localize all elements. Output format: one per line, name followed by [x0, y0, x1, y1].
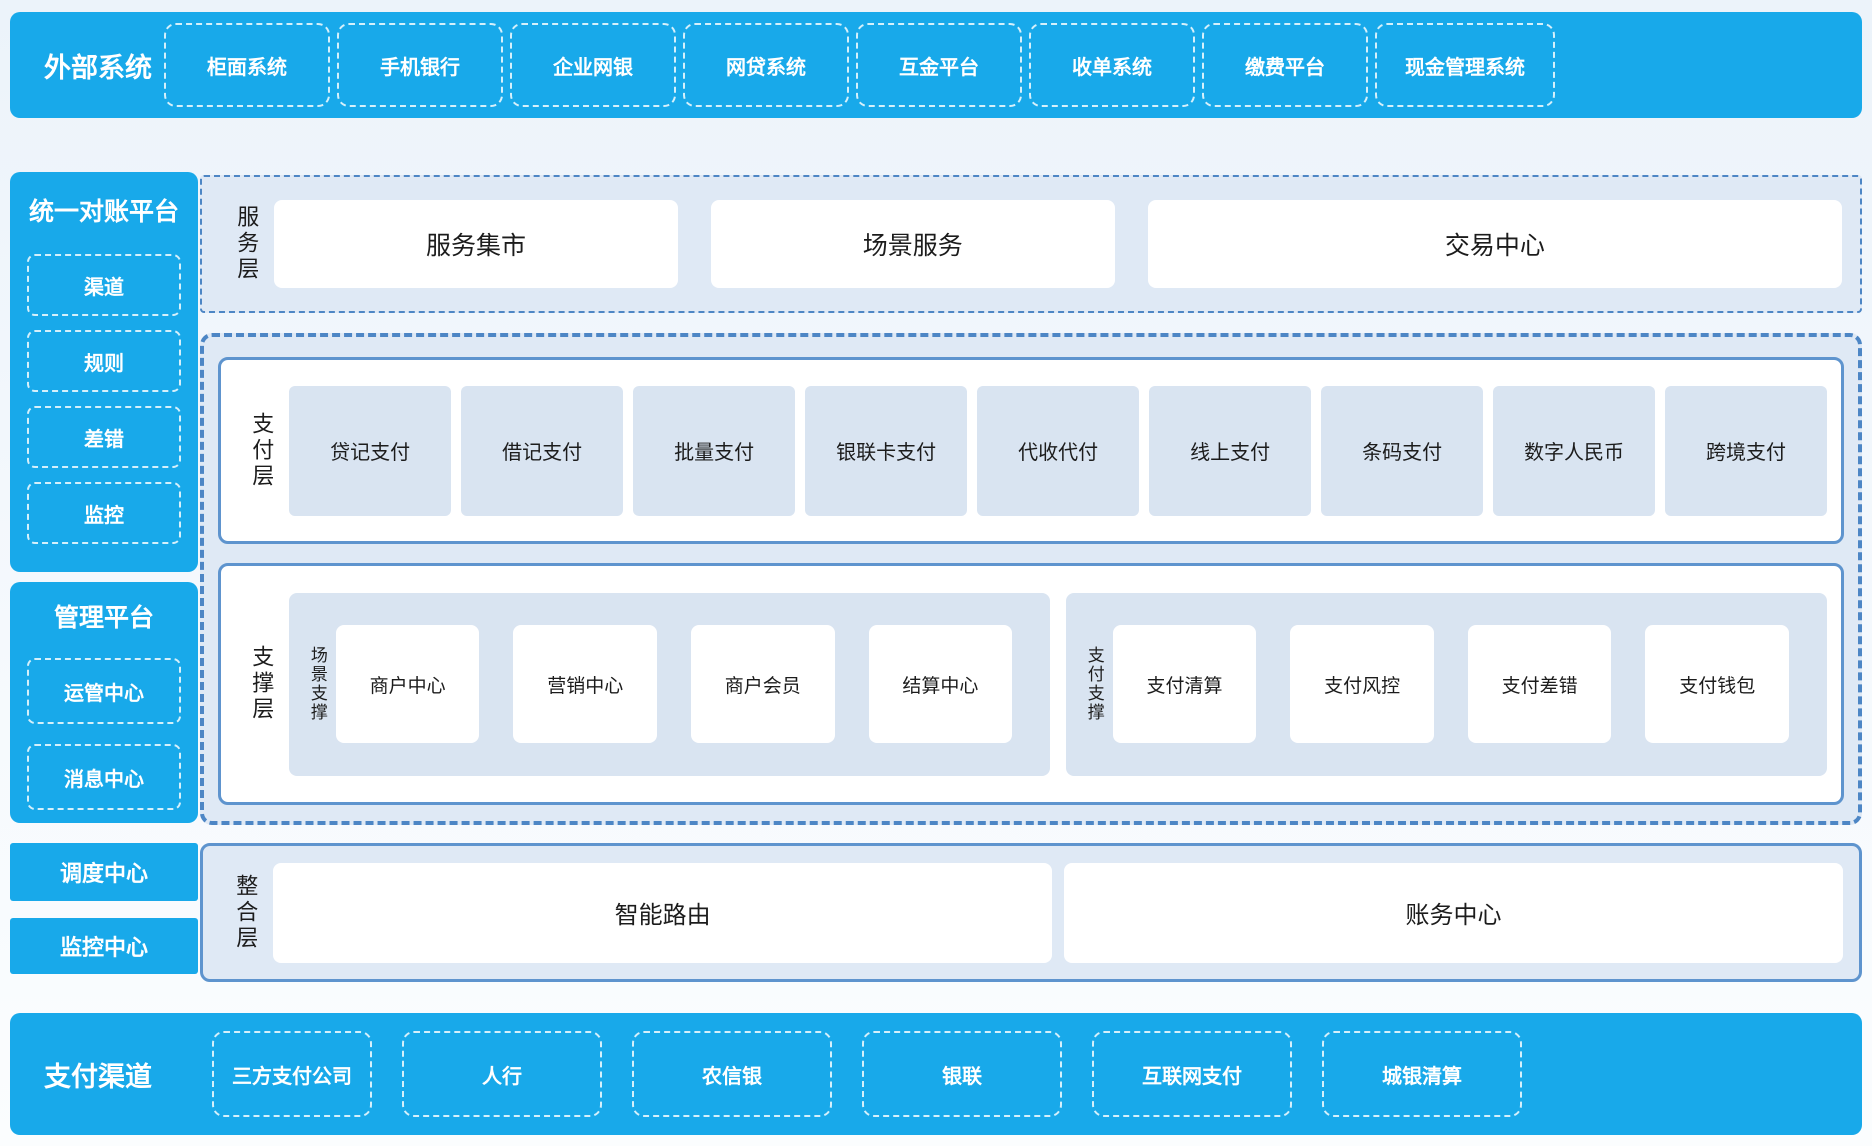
- reconciliation-chip: 差错: [27, 406, 181, 468]
- support-group-label: 支付支撑: [1084, 646, 1104, 722]
- payment-layer-label: 支付层: [249, 411, 275, 490]
- support-group-payment: 支付支撑 支付清算 支付风控 支付差错 支付钱包: [1066, 592, 1827, 776]
- service-item-box: 交易中心: [1147, 200, 1843, 288]
- payment-layer-items: 贷记支付 借记支付 批量支付 银联卡支付 代收代付 线上支付 条码支付 数字人民…: [289, 385, 1828, 516]
- external-systems-bar: 外部系统 柜面系统 手机银行 企业网银 网贷系统 互金平台 收单系统 缴费平台 …: [10, 12, 1862, 118]
- service-item-box: 场景服务: [710, 200, 1115, 288]
- reconciliation-chip: 渠道: [27, 254, 181, 316]
- channel-chip: 银联: [862, 1031, 1062, 1117]
- support-chip: 支付风控: [1290, 625, 1434, 743]
- support-group-label: 场景支撑: [307, 646, 327, 722]
- service-layer-items: 服务集市 场景服务 交易中心: [274, 200, 1843, 288]
- channel-chip: 农信银: [632, 1031, 832, 1117]
- payment-chip: 代收代付: [977, 385, 1140, 516]
- service-item-box: 服务集市: [274, 200, 678, 288]
- external-systems-chip-row: 柜面系统 手机银行 企业网银 网贷系统 互金平台 收单系统 缴费平台 现金管理系…: [164, 23, 1555, 107]
- management-platform-block: 管理平台 运管中心 消息中心: [10, 582, 198, 823]
- channel-chip: 互联网支付: [1092, 1031, 1292, 1117]
- channel-chip: 人行: [402, 1031, 602, 1117]
- management-platform-title: 管理平台: [53, 604, 154, 632]
- payment-chip: 条码支付: [1321, 385, 1484, 516]
- support-group-items: 支付清算 支付风控 支付差错 支付钱包: [1112, 625, 1790, 743]
- service-layer-label: 服务层: [234, 205, 260, 283]
- dispatch-center-box: 调度中心: [10, 843, 198, 901]
- support-chip: 商户会员: [691, 625, 835, 743]
- support-layer-groups: 场景支撑 商户中心 营销中心 商户会员 结算中心 支付支撑 支付清算 支付风控 …: [289, 592, 1827, 776]
- payment-channels-chip-row: 三方支付公司 人行 农信银 银联 互联网支付 城银清算: [212, 1031, 1522, 1117]
- support-chip: 支付钱包: [1645, 625, 1790, 743]
- support-chip: 支付差错: [1467, 625, 1612, 743]
- external-systems-title: 外部系统: [44, 52, 152, 83]
- payment-chip: 贷记支付: [289, 385, 452, 516]
- management-chip: 运管中心: [27, 658, 181, 724]
- management-chip: 消息中心: [27, 744, 181, 810]
- payment-chip: 跨境支付: [1665, 385, 1828, 516]
- payment-channels-bar: 支付渠道 三方支付公司 人行 农信银 银联 互联网支付 城银清算: [10, 1013, 1862, 1135]
- monitor-center-box: 监控中心: [10, 918, 198, 974]
- integration-layer-items: 智能路由 账务中心: [273, 862, 1843, 963]
- support-group-items: 商户中心 营销中心 商户会员 结算中心: [335, 625, 1013, 743]
- payment-chip: 借记支付: [461, 385, 624, 516]
- payment-layer-box: 支付层 贷记支付 借记支付 批量支付 银联卡支付 代收代付 线上支付 条码支付 …: [218, 357, 1844, 544]
- support-group-scene: 场景支撑 商户中心 营销中心 商户会员 结算中心: [289, 592, 1051, 776]
- external-system-chip: 缴费平台: [1202, 23, 1368, 107]
- support-chip: 商户中心: [335, 625, 480, 743]
- external-system-chip: 柜面系统: [164, 23, 330, 107]
- external-system-chip: 互金平台: [856, 23, 1022, 107]
- integration-layer-label: 整合层: [233, 873, 259, 952]
- support-layer-label: 支撑层: [249, 645, 275, 723]
- reconciliation-chip: 监控: [27, 482, 181, 544]
- integration-item-box: 账务中心: [1064, 862, 1843, 963]
- service-layer-box: 服务层 服务集市 场景服务 交易中心: [200, 175, 1862, 313]
- external-system-chip: 手机银行: [337, 23, 503, 107]
- payment-chip: 线上支付: [1149, 385, 1312, 516]
- payment-chip: 批量支付: [633, 385, 796, 516]
- integration-item-box: 智能路由: [273, 862, 1053, 963]
- channel-chip: 城银清算: [1322, 1031, 1522, 1117]
- support-layer-box: 支撑层 场景支撑 商户中心 营销中心 商户会员 结算中心 支付支撑 支付清算 支…: [218, 563, 1844, 805]
- external-system-chip: 网贷系统: [683, 23, 849, 107]
- external-system-chip: 企业网银: [510, 23, 676, 107]
- payment-support-dashed-box: 支付层 贷记支付 借记支付 批量支付 银联卡支付 代收代付 线上支付 条码支付 …: [200, 333, 1862, 825]
- payment-chip: 银联卡支付: [805, 385, 968, 516]
- reconciliation-platform-block: 统一对账平台 渠道 规则 差错 监控: [10, 172, 198, 572]
- payment-channels-title: 支付渠道: [44, 1061, 152, 1092]
- payment-chip: 数字人民币: [1493, 385, 1656, 516]
- support-chip: 支付清算: [1112, 625, 1257, 743]
- integration-layer-box: 整合层 智能路由 账务中心: [200, 843, 1862, 982]
- channel-chip: 三方支付公司: [212, 1031, 372, 1117]
- reconciliation-platform-title: 统一对账平台: [28, 198, 179, 226]
- support-chip: 结算中心: [868, 625, 1013, 743]
- reconciliation-chip: 规则: [27, 330, 181, 392]
- external-system-chip: 收单系统: [1029, 23, 1195, 107]
- external-system-chip: 现金管理系统: [1375, 23, 1555, 107]
- support-chip: 营销中心: [513, 625, 657, 743]
